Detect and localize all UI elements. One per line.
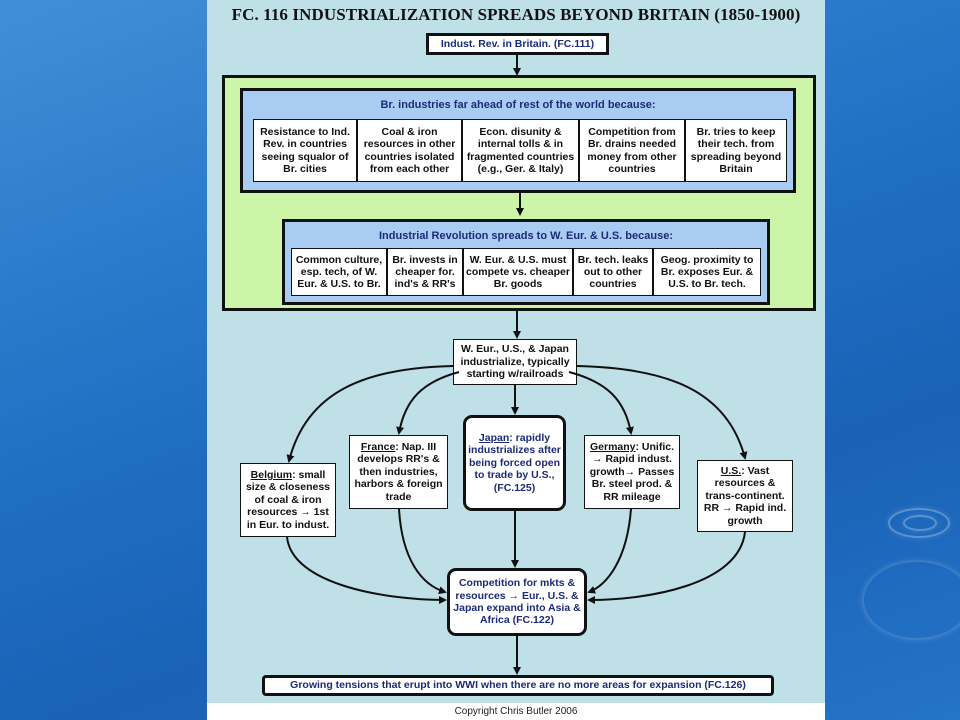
france-box: France: Nap. III develops RR's & then in… bbox=[349, 435, 448, 509]
chart-title: FC. 116 INDUSTRIALIZATION SPREADS BEYOND… bbox=[231, 5, 801, 24]
spread-reason-3: W. Eur. & U.S. must compete vs. cheaper … bbox=[463, 248, 573, 296]
us-label: U.S. bbox=[720, 464, 742, 477]
wwi-tensions-text: Growing tensions that erupt into WWI whe… bbox=[290, 679, 746, 692]
spread-heading: Industrial Revolution spreads to W. Eur.… bbox=[378, 230, 673, 242]
arrow-france-to-competition bbox=[398, 508, 447, 595]
arrow-us-to-competition bbox=[587, 531, 746, 604]
britain-reason-5: Br. tries to keep their tech. from sprea… bbox=[685, 119, 787, 182]
germany-box: Germany: Unific. → Rapid indust. growth→… bbox=[584, 435, 680, 509]
japan-box: Japan: rapidly industrializes after bein… bbox=[463, 415, 566, 511]
spread-reason-5: Geog. proximity to Br. exposes Eur. & U.… bbox=[653, 248, 761, 296]
britain-reason-1: Resistance to Ind. Rev. in countries see… bbox=[253, 119, 357, 182]
competition-text: Competition for mkts & resources → Eur.,… bbox=[453, 577, 581, 627]
spread-reason-2: Br. invests in cheaper for. ind's & RR's bbox=[387, 248, 463, 296]
belgium-box: Belgium: small size & closeness of coal … bbox=[240, 463, 336, 537]
industrialize-text: W. Eur., U.S., & Japan industrialize, ty… bbox=[460, 343, 570, 381]
ripple-decoration bbox=[888, 508, 950, 538]
france-label: France bbox=[360, 440, 396, 453]
competition-box: Competition for mkts & resources → Eur.,… bbox=[447, 568, 587, 636]
arrow-germany-to-competition bbox=[587, 508, 632, 594]
arrow-belgium-to-competition bbox=[286, 536, 447, 604]
arrow-to-us bbox=[576, 365, 748, 460]
belgium-label: Belgium bbox=[250, 468, 293, 481]
spread-panel: Industrial Revolution spreads to W. Eur.… bbox=[282, 219, 770, 305]
britain-reason-3: Econ. disunity & internal tolls & in fra… bbox=[462, 119, 579, 182]
ripple-decoration bbox=[903, 515, 937, 531]
britain-ahead-heading: Br. industries far ahead of rest of the … bbox=[380, 99, 656, 111]
top-box-indust-rev: Indust. Rev. in Britain. (FC.111) bbox=[426, 33, 609, 55]
britain-ahead-row: Resistance to Ind. Rev. in countries see… bbox=[253, 119, 787, 182]
britain-ahead-panel: Br. industries far ahead of rest of the … bbox=[240, 88, 796, 193]
spread-reason-4: Br. tech. leaks out to other countries bbox=[573, 248, 653, 296]
ripple-decoration bbox=[862, 560, 960, 640]
japan-text: : rapidly industrializes after being for… bbox=[468, 431, 561, 494]
germany-text: : Unific. → Rapid indust. growth→ Passes… bbox=[589, 440, 675, 503]
france-text: : Nap. III develops RR's & then industri… bbox=[354, 440, 443, 503]
spread-reason-1: Common culture, esp. tech, of W. Eur. & … bbox=[291, 248, 387, 296]
causes-panel: Br. industries far ahead of rest of the … bbox=[222, 75, 816, 311]
arrow-to-belgium bbox=[286, 365, 454, 463]
arrow-to-germany bbox=[568, 371, 634, 435]
wwi-tensions-box: Growing tensions that erupt into WWI whe… bbox=[262, 675, 774, 696]
japan-label: Japan bbox=[478, 431, 510, 444]
flow-arrows bbox=[286, 55, 748, 675]
industrialize-box: W. Eur., U.S., & Japan industrialize, ty… bbox=[453, 339, 577, 385]
belgium-text: : small size & closeness of coal & iron … bbox=[245, 468, 331, 531]
spread-row: Common culture, esp. tech, of W. Eur. & … bbox=[291, 248, 761, 296]
us-box: U.S.: Vast resources & trans-continent. … bbox=[697, 460, 793, 532]
top-box-text: Indust. Rev. in Britain. (FC.111) bbox=[440, 37, 595, 50]
us-text: : Vast resources & trans-continent. RR →… bbox=[703, 464, 787, 527]
germany-label: Germany bbox=[589, 440, 636, 453]
arrow-to-france bbox=[396, 371, 460, 435]
copyright-footer: Copyright Chris Butler 2006 bbox=[207, 703, 825, 720]
britain-reason-4: Competition from Br. drains needed money… bbox=[579, 119, 685, 182]
britain-reason-2: Coal & iron resources in other countries… bbox=[357, 119, 462, 182]
flowchart-sheet: FC. 116 INDUSTRIALIZATION SPREADS BEYOND… bbox=[207, 0, 825, 720]
